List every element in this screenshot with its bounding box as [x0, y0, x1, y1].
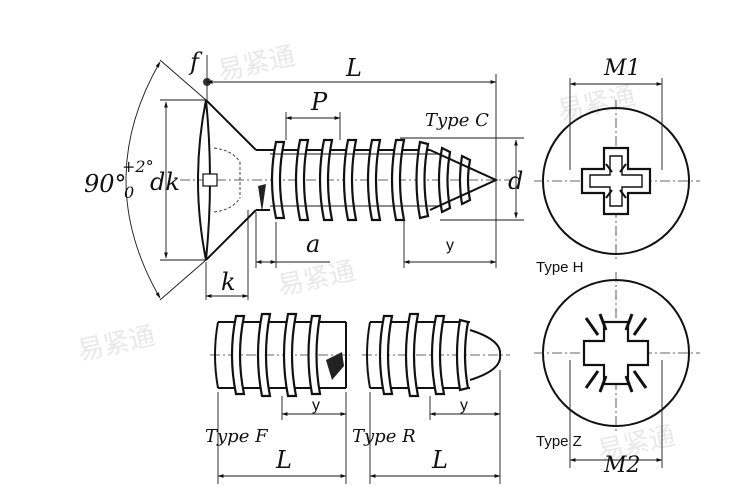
- label-M1: M1: [603, 56, 641, 81]
- label-d: d: [508, 167, 523, 195]
- main-screw-view: f L P Type C d dk 90° +2° 0 a: [84, 48, 524, 301]
- label-angle-upper: +2°: [122, 157, 154, 176]
- recess-hidden-lines: [213, 147, 241, 213]
- label-a: a: [306, 230, 320, 258]
- label-k: k: [221, 268, 236, 296]
- screw-head: [197, 99, 257, 261]
- label-type-z: Type Z: [536, 433, 582, 450]
- label-type-f: Type F: [205, 426, 269, 447]
- label-type-r: Type R: [352, 426, 416, 447]
- label-L-f: L: [275, 446, 292, 474]
- svg-text:易紧通: 易紧通: [275, 256, 358, 302]
- label-angle: 90°: [84, 170, 127, 198]
- type-z-head-view: M2 Type Z: [534, 272, 700, 478]
- angle-arc: [125, 61, 161, 299]
- svg-text:易紧通: 易紧通: [215, 41, 298, 87]
- label-dk: dk: [150, 168, 180, 196]
- label-L-r: L: [431, 446, 448, 474]
- label-y-f: y: [312, 397, 320, 414]
- phillips-recess-h: [580, 146, 652, 216]
- type-r-view: y Type R L: [352, 312, 510, 484]
- label-P: P: [310, 88, 328, 116]
- label-M2: M2: [603, 453, 641, 478]
- label-angle-lower: 0: [124, 183, 134, 202]
- label-y-r: y: [460, 397, 468, 414]
- svg-text:易紧通: 易紧通: [555, 81, 638, 127]
- label-y-main: y: [446, 237, 454, 254]
- label-type-c: Type C: [425, 110, 489, 131]
- thread-section: [258, 138, 499, 222]
- label-type-h: Type H: [536, 259, 584, 276]
- type-f-view: y Type F L: [205, 312, 350, 484]
- svg-text:易紧通: 易紧通: [75, 321, 158, 367]
- slot-mark: [202, 173, 218, 187]
- label-L: L: [345, 54, 362, 82]
- label-f: f: [188, 48, 203, 76]
- type-h-head-view: M1 Type H: [534, 56, 700, 276]
